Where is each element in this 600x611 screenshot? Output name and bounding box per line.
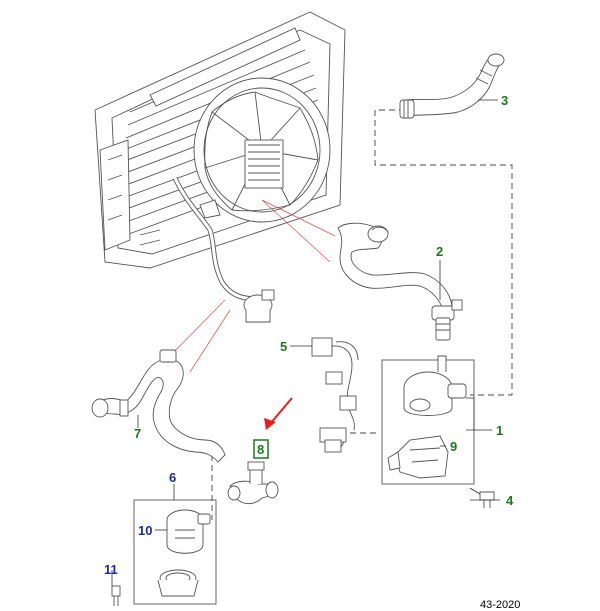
callouts: 1 2 3 4 5 6 7 8 9 10 11 [104, 93, 514, 577]
radiator-fan-assembly [94, 11, 346, 323]
dashed-connectors [211, 109, 513, 520]
hose-part-2 [337, 222, 463, 341]
callout-8-highlight [253, 439, 269, 459]
callout-7: 7 [134, 426, 141, 441]
callout-9: 9 [450, 439, 457, 454]
wiring-harness-part-5 [311, 337, 359, 453]
hose-part-7 [91, 349, 226, 463]
callout-leaders [111, 99, 500, 586]
callout-5: 5 [280, 339, 287, 354]
bolt-part-11 [111, 585, 121, 606]
bolt-part-4 [469, 487, 495, 508]
callout-4: 4 [506, 493, 514, 508]
callout-2: 2 [436, 244, 443, 259]
callout-10: 10 [138, 523, 152, 538]
leader-lines [167, 199, 336, 373]
aux-pump-assembly-part-6 [133, 499, 217, 605]
hose-part-3 [399, 53, 505, 119]
callout-8: 8 [257, 442, 264, 457]
bracket-part-9 [387, 435, 449, 479]
connector-part-8 [227, 461, 279, 505]
red-arrow [264, 397, 293, 430]
callout-1: 1 [496, 423, 503, 438]
callout-3: 3 [501, 93, 508, 108]
callout-6: 6 [169, 470, 176, 485]
reference-code: 43-2020 [480, 599, 520, 611]
pump-assembly-part-1 [381, 355, 475, 485]
callout-11: 11 [104, 562, 118, 577]
